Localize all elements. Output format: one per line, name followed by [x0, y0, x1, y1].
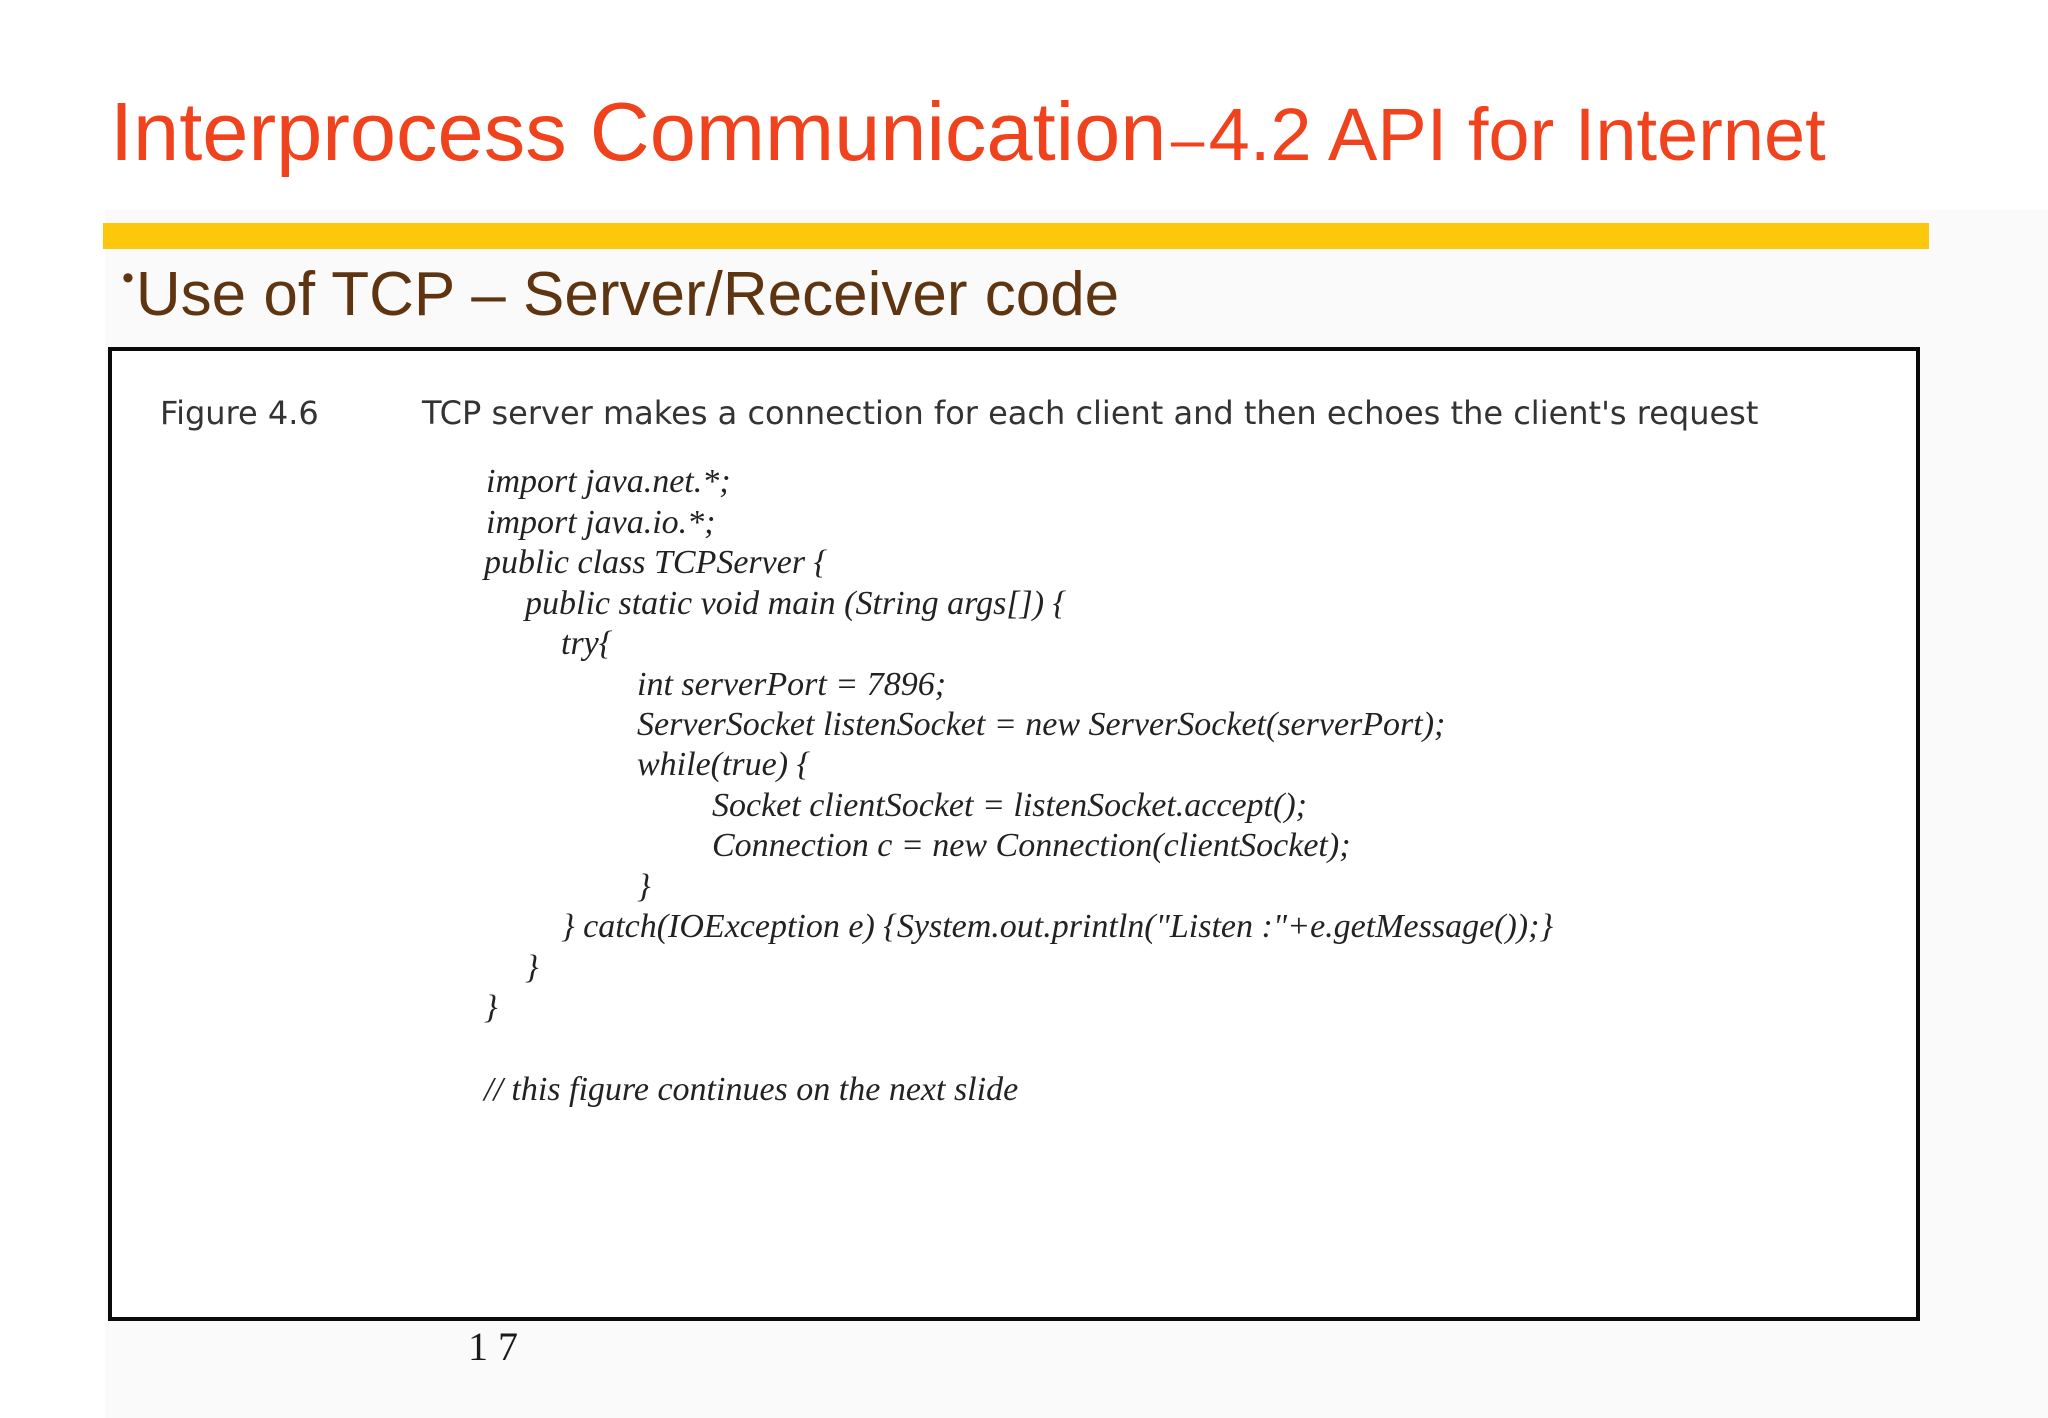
title-underline-rule — [103, 223, 1929, 249]
code-line: while(true) { — [637, 746, 811, 783]
title-dash: – — [1170, 106, 1205, 173]
code-line: } — [525, 949, 539, 986]
code-line: public class TCPServer { — [484, 544, 828, 581]
figure-frame — [108, 347, 1920, 1321]
page-number: 1 7 — [468, 1324, 518, 1369]
code-line: import java.net.*; — [486, 463, 731, 500]
code-line: Connection c = new Connection(clientSock… — [712, 827, 1351, 864]
bullet-marker: • — [122, 259, 134, 297]
slide-title: Interprocess Communication – 4.2 API for… — [110, 90, 1826, 173]
code-line: } catch(IOException e) {System.out.print… — [561, 908, 1554, 945]
code-line: import java.io.*; — [486, 504, 716, 541]
bullet-text: Use of TCP – Server/Receiver code — [135, 260, 1120, 329]
code-line: ServerSocket listenSocket = new ServerSo… — [637, 706, 1446, 743]
code-line: } — [484, 989, 498, 1026]
code-comment: // this figure continues on the next sli… — [484, 1071, 1019, 1108]
code-line: } — [637, 868, 651, 905]
figure-caption: TCP server makes a connection for each c… — [422, 394, 1759, 432]
code-line: public static void main (String args[]) … — [525, 585, 1067, 622]
code-line: try{ — [561, 625, 613, 662]
title-main: Interprocess Communication — [110, 85, 1167, 178]
code-line: int serverPort = 7896; — [637, 666, 947, 703]
code-line: Socket clientSocket = listenSocket.accep… — [712, 787, 1307, 824]
bullet-item: •Use of TCP – Server/Receiver code — [122, 261, 1119, 326]
title-subtitle: 4.2 API for Internet — [1208, 93, 1826, 176]
figure-number: Figure 4.6 — [160, 394, 319, 432]
